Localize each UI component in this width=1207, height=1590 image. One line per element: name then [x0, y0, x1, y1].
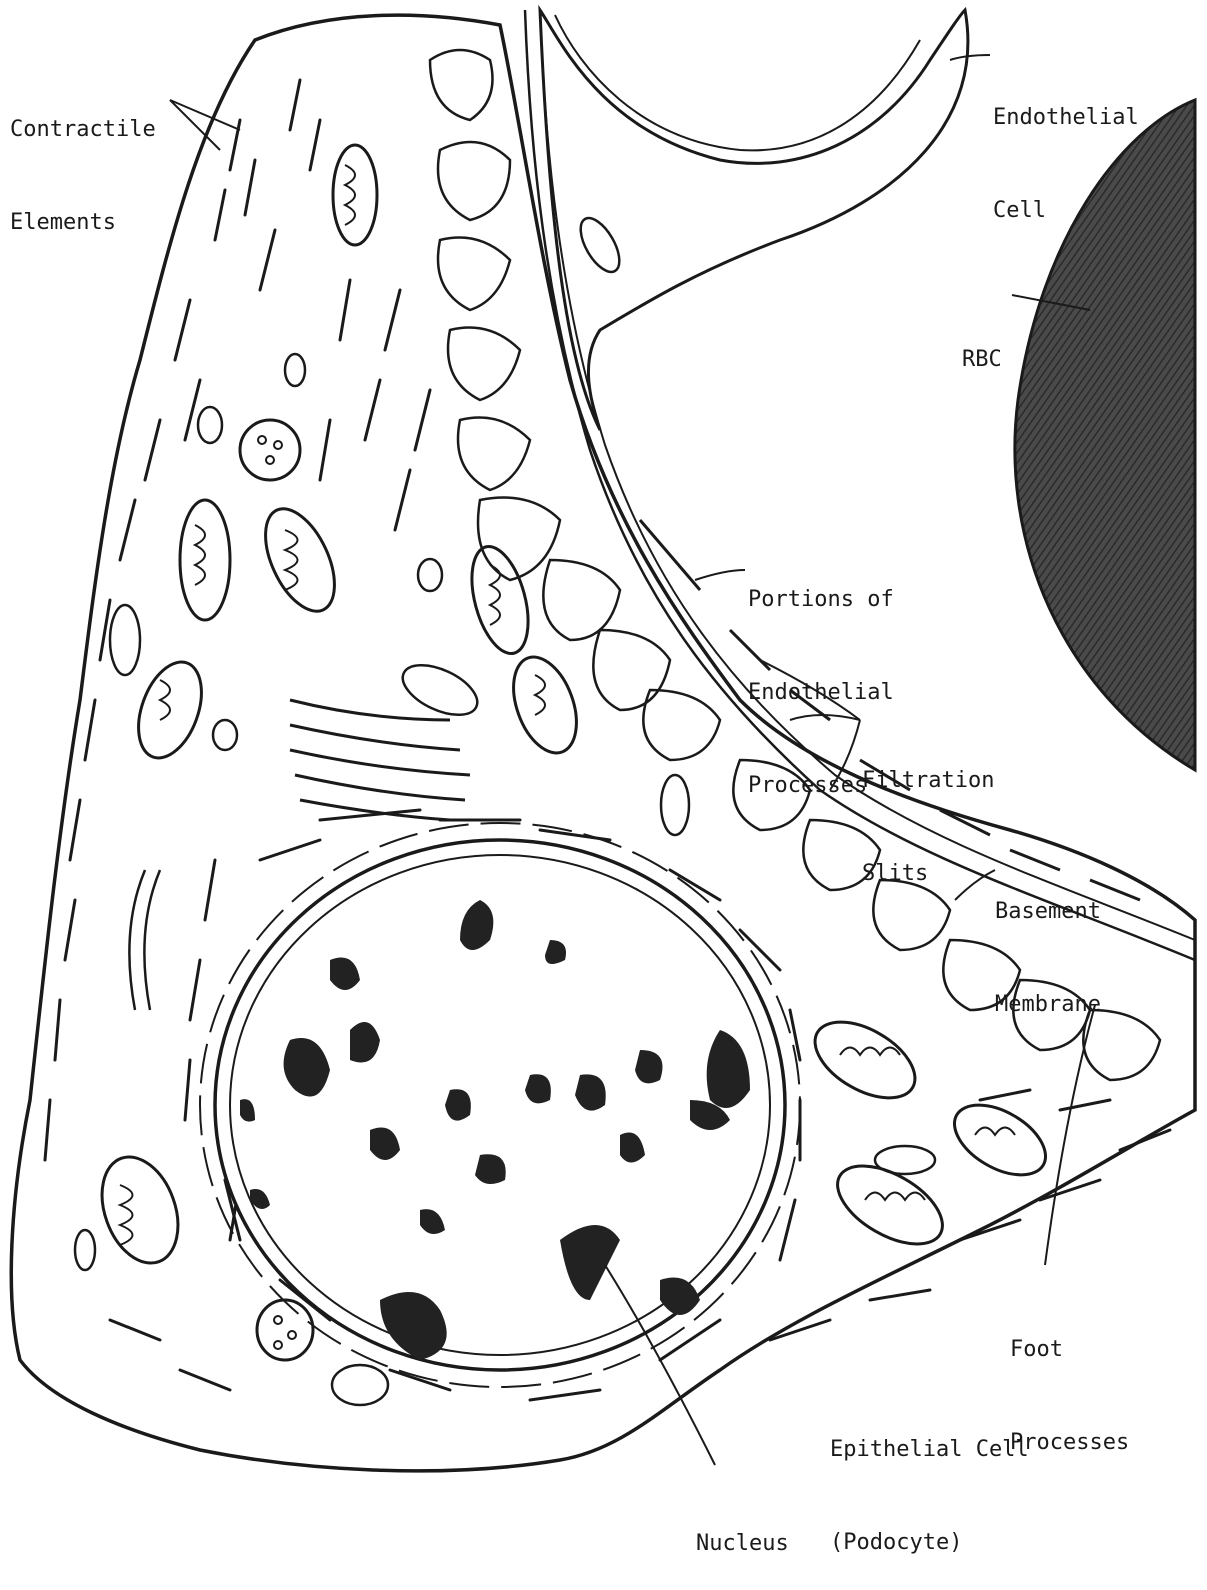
label-filtration-slits-line2: Slits	[862, 858, 994, 889]
label-epithelial-cell-line2: (Podocyte)	[830, 1527, 1029, 1558]
golgi-apparatus	[290, 700, 470, 820]
label-nucleus: Nucleus	[696, 1466, 789, 1590]
label-epithelial-cell-line1: Epithelial Cell	[830, 1434, 1029, 1465]
label-basement-membrane-line2: Membrane	[995, 989, 1101, 1020]
label-rbc-text: RBC	[962, 344, 1002, 375]
endothelial-cell	[540, 10, 968, 430]
label-epithelial-cell: Epithelial Cell (Podocyte)	[830, 1372, 1029, 1589]
label-endothelial-cell-line2: Cell	[993, 195, 1139, 226]
label-contractile-line2: Elements	[10, 207, 156, 238]
label-filtration-slits-line1: Filtration	[862, 765, 994, 796]
label-nucleus-text: Nucleus	[696, 1528, 789, 1559]
label-rbc: RBC	[962, 282, 1002, 406]
label-endothelial-processes-line1: Portions of	[748, 584, 894, 615]
label-basement-membrane-line1: Basement	[995, 896, 1101, 927]
label-basement-membrane: Basement Membrane	[995, 834, 1101, 1051]
label-filtration-slits: Filtration Slits	[862, 703, 994, 920]
label-foot-processes-line1: Foot	[1010, 1334, 1129, 1365]
label-endothelial-cell-line1: Endothelial	[993, 102, 1139, 133]
label-contractile-line1: Contractile	[10, 114, 156, 145]
label-contractile-elements: Contractile Elements	[10, 52, 156, 269]
label-endothelial-cell: Endothelial Cell	[993, 40, 1139, 257]
